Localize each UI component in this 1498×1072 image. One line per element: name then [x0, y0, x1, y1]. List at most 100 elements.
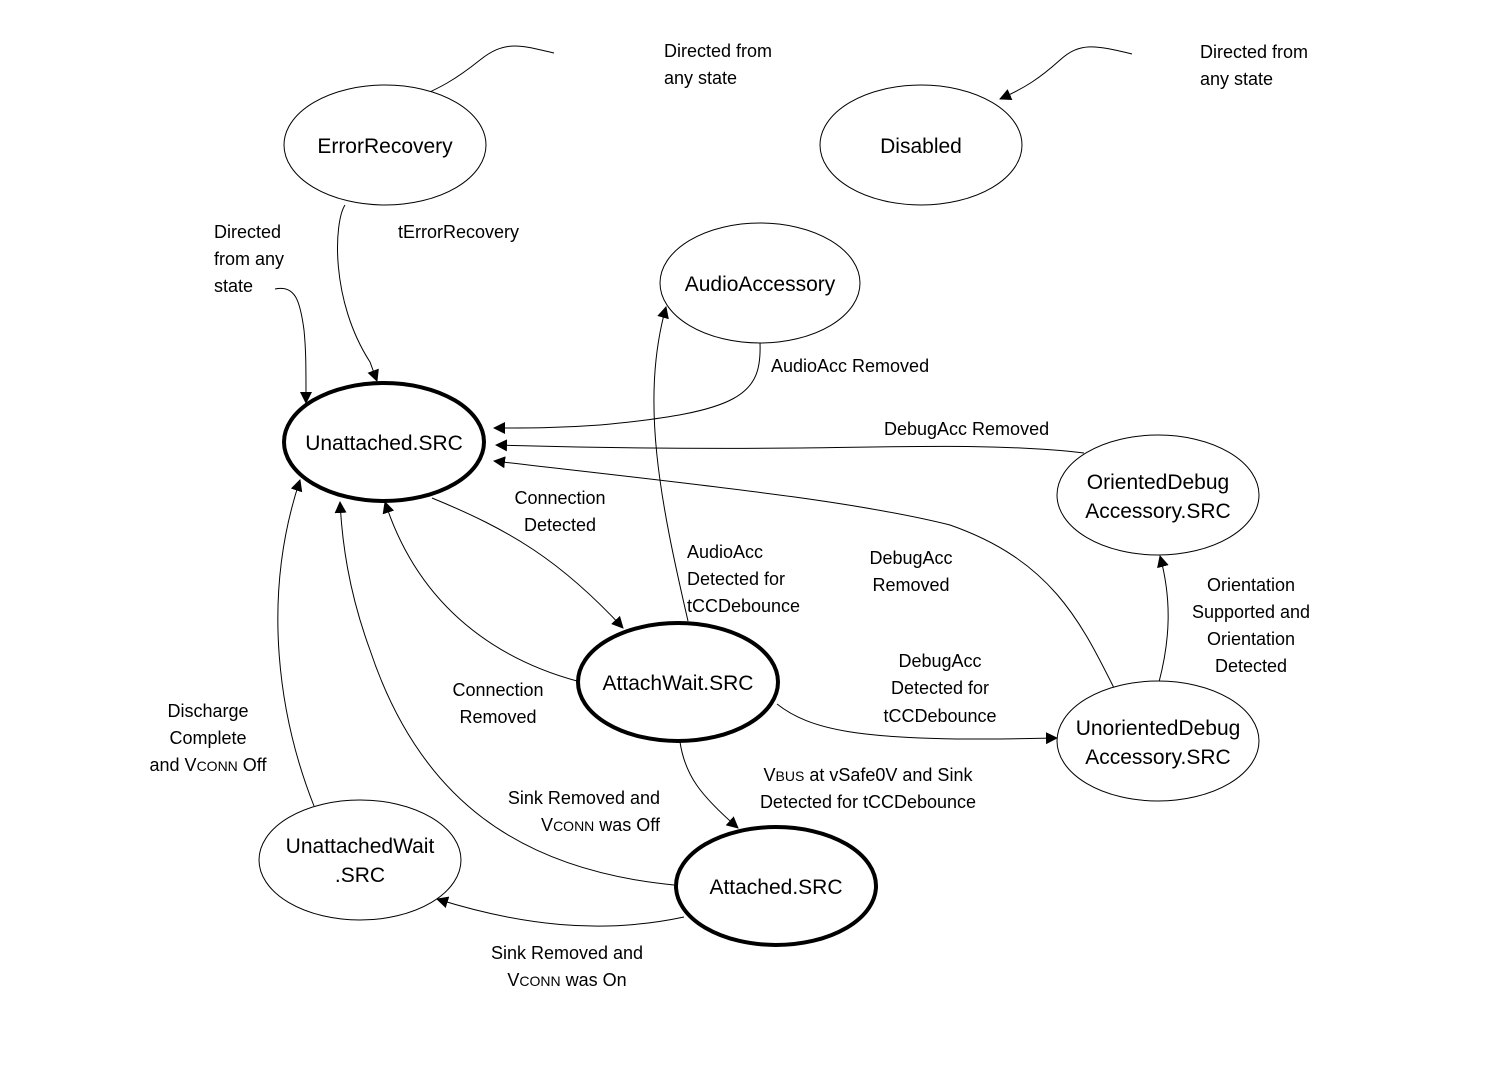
edge-label-line: Detected [524, 515, 596, 535]
state-oriented-debug-accessory-src[interactable]: OrientedDebug Accessory.SRC [1056, 434, 1260, 556]
edge-attachwait-to-attached [679, 741, 739, 829]
edge-oriented-to-unattached [495, 439, 1085, 454]
state-label: AudioAccessory [685, 273, 836, 296]
state-attachwait-src[interactable]: AttachWait.SRC [576, 621, 780, 743]
text-segment: V [541, 815, 553, 835]
edge-label-line: AudioAcc Removed [771, 356, 929, 376]
edge-attached-to-unattached [334, 501, 675, 886]
edge-label-line: Supported and [1192, 602, 1310, 622]
state-label: Accessory.SRC [1085, 500, 1230, 523]
state-label: AttachWait.SRC [603, 672, 754, 695]
edge-label-line: Orientation [1207, 629, 1295, 649]
edge-attachwait-to-unoriented [776, 703, 1058, 745]
edge-any-to-disabled [999, 46, 1133, 101]
edge-label-line: AudioAcc [687, 542, 763, 562]
edge-label-line: Directed from [664, 41, 772, 61]
state-unattached-src[interactable]: Unattached.SRC [282, 381, 486, 503]
state-label: UnorientedDebug [1076, 717, 1241, 740]
edge-label-line: Directed from [1200, 42, 1308, 62]
state-disabled[interactable]: Disabled [819, 84, 1023, 206]
state-label: .SRC [335, 864, 385, 887]
edge-unoriented-to-unattached [493, 456, 1115, 689]
edge-error-recovery-to-unattached [337, 204, 379, 382]
state-unattachedwait-src[interactable]: UnattachedWait .SRC [258, 799, 462, 921]
state-label: Accessory.SRC [1085, 746, 1230, 769]
edge-label-line: Detected for [687, 569, 785, 589]
edge-label-line: tCCDebounce [883, 706, 996, 726]
state-label: ErrorRecovery [317, 135, 453, 158]
edge-label-line: Removed [872, 575, 949, 595]
edge-label-line: Detected for [891, 678, 989, 698]
state-label: UnattachedWait [286, 835, 435, 858]
state-label: Attached.SRC [709, 876, 842, 899]
state-label: Disabled [880, 135, 962, 158]
edge-label-attachwait-to-unattached: Connection Removed [452, 680, 543, 727]
state-attached-src[interactable]: Attached.SRC [674, 825, 878, 947]
edge-label-line: DebugAcc Removed [884, 419, 1049, 439]
text-segment: V [507, 970, 519, 990]
edge-label-any-to-error-recovery: Directed from any state [664, 41, 772, 88]
edge-label-attachwait-to-unoriented: DebugAcc Detected for tCCDebounce [883, 651, 996, 726]
text-segment: Off [238, 755, 268, 775]
edge-label-line: state [214, 276, 253, 296]
text-segment: was On [561, 970, 627, 990]
edge-any-to-error-recovery [411, 45, 555, 102]
small-caps-segment: CONN [197, 758, 238, 774]
edge-unoriented-to-oriented [1157, 555, 1169, 683]
edge-label-line: Sink Removed and [491, 943, 643, 963]
state-unoriented-debug-accessory-src[interactable]: UnorientedDebug Accessory.SRC [1056, 680, 1260, 802]
edge-label-line: DebugAcc [869, 548, 952, 568]
small-caps-segment: BUS [776, 768, 805, 784]
edge-attached-to-unattachedwait [436, 896, 685, 927]
state-audio-accessory[interactable]: AudioAccessory [659, 222, 861, 344]
edge-label-oriented-to-unattached: DebugAcc Removed [884, 419, 1049, 439]
edge-label-line: DebugAcc [898, 651, 981, 671]
edge-any-to-unattached [274, 287, 312, 404]
edge-label-line: any state [1200, 69, 1273, 89]
text-segment: Discharge [167, 701, 248, 721]
edge-attachwait-to-audio [653, 306, 689, 622]
edge-label-attachwait-to-audio: AudioAcc Detected for tCCDebounce [687, 542, 800, 616]
edge-label-line: Orientation [1207, 575, 1295, 595]
edge-label-unoriented-to-oriented: Orientation Supported and Orientation De… [1192, 575, 1310, 676]
edge-label-line: Discharge [167, 701, 248, 721]
state-label: OrientedDebug [1087, 471, 1229, 494]
edge-label-error-recovery-to-unattached: tErrorRecovery [398, 222, 519, 242]
text-segment: V [764, 765, 776, 785]
edge-label-unattached-to-attachwait: Connection Detected [514, 488, 605, 535]
text-segment: Detected for tCCDebounce [760, 792, 976, 812]
text-segment: and V [150, 755, 197, 775]
edge-label-line: VBUS at vSafe0V and Sink [764, 765, 974, 785]
edge-label-line: Detected [1215, 656, 1287, 676]
small-caps-segment: CONN [519, 973, 560, 989]
edge-label-line: tErrorRecovery [398, 222, 519, 242]
edge-label-line: Sink Removed and [508, 788, 660, 808]
edge-label-audio-to-unattached: AudioAcc Removed [771, 356, 929, 376]
edge-unattached-to-attachwait [431, 497, 624, 629]
edge-label-any-to-unattached: Directed from any state [214, 222, 284, 296]
state-error-recovery[interactable]: ErrorRecovery [283, 84, 487, 206]
edge-label-line: and VCONN Off [150, 755, 268, 775]
edge-attachwait-to-unattached [382, 501, 578, 682]
edge-label-line: VCONN was On [507, 970, 626, 990]
edge-unattachedwait-to-unattached [277, 479, 315, 807]
text-segment: was Off [594, 815, 661, 835]
edge-label-line: Removed [459, 707, 536, 727]
text-segment: Sink Removed and [491, 943, 643, 963]
text-segment: at vSafe0V and Sink [804, 765, 973, 785]
edge-label-line: tCCDebounce [687, 596, 800, 616]
edge-label-line: any state [664, 68, 737, 88]
state-label: Unattached.SRC [305, 432, 463, 455]
small-caps-segment: CONN [553, 818, 594, 834]
text-segment: Sink Removed and [508, 788, 660, 808]
edge-label-line: from any [214, 249, 284, 269]
edge-label-unoriented-to-unattached: DebugAcc Removed [869, 548, 952, 595]
edge-label-line: Connection [452, 680, 543, 700]
edge-label-line: Complete [169, 728, 246, 748]
edge-label-line: Connection [514, 488, 605, 508]
